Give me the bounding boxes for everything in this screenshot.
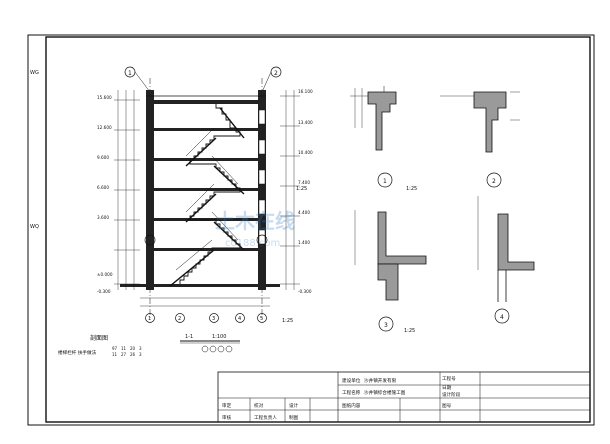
svg-text:4: 4: [238, 316, 241, 322]
svg-text:制图: 制图: [289, 414, 299, 421]
level-right-4: 7.400: [298, 180, 310, 185]
detail-1: 1 1:25: [350, 86, 417, 192]
svg-text:2: 2: [274, 70, 278, 77]
detail-scale-b: 1:25: [282, 318, 293, 324]
section-scale-label: 1-1: [185, 334, 193, 340]
svg-text:工程号: 工程号: [442, 375, 456, 382]
side-mark-top: WG: [30, 70, 39, 76]
detail-3-number: 3: [384, 322, 388, 329]
level-right-3: 10.400: [298, 150, 313, 155]
svg-text:20: 20: [130, 346, 136, 351]
svg-text:审核: 审核: [222, 414, 232, 421]
svg-text:27: 27: [121, 352, 127, 357]
svg-text:设计阶段: 设计阶段: [442, 391, 461, 398]
staircase-section: 1 2: [97, 66, 313, 323]
left-wall: [146, 90, 154, 290]
svg-text:图号: 图号: [442, 403, 452, 409]
svg-text:11: 11: [121, 346, 127, 351]
watermark: 土木在线 co188.com: [215, 209, 295, 249]
detail-4: 4: [477, 196, 535, 324]
detail-1-number: 1: [383, 178, 387, 185]
level-right-1: 16.100: [298, 89, 313, 94]
svg-text:3: 3: [212, 316, 215, 322]
svg-text:审定: 审定: [222, 402, 232, 409]
svg-text:2: 2: [178, 316, 181, 322]
level-right-5: 4.400: [298, 210, 310, 215]
svg-text:co188.com: co188.com: [225, 238, 280, 249]
svg-text:3: 3: [139, 352, 142, 357]
section-scale: 1:100: [212, 334, 226, 340]
section-title: 剖面图: [90, 334, 108, 342]
svg-text:日期: 日期: [442, 385, 452, 391]
detail-4-number: 4: [500, 314, 504, 321]
level-left-1: 15.600: [97, 95, 112, 100]
svg-text:设计: 设计: [289, 402, 299, 409]
scale-bar: [201, 345, 233, 353]
svg-text:1: 1: [128, 70, 132, 77]
svg-text:97: 97: [112, 346, 118, 351]
svg-text:5: 5: [260, 316, 263, 322]
level-right-6: 1.400: [298, 240, 310, 245]
svg-text:建设单位: 建设单位: [342, 377, 361, 384]
title-block: 建设单位 沙井镇开发有限 工程号 日期 工程名称 沙井镇综合楼施工图 设计阶段 …: [217, 371, 591, 423]
detail-3: 3 1:25: [354, 210, 427, 334]
svg-text:工程负责人: 工程负责人: [254, 414, 277, 421]
svg-text:校对: 校对: [254, 402, 264, 409]
level-left-4: 6.600: [97, 185, 109, 190]
side-mark-mid: WQ: [30, 224, 39, 230]
level-left-7: -0.300: [97, 289, 111, 294]
svg-text:26: 26: [130, 352, 136, 357]
level-right-2: 13.400: [298, 120, 313, 125]
svg-text:沙井镇综合楼施工图: 沙井镇综合楼施工图: [364, 389, 406, 396]
detail-scale-a: 1:25: [296, 186, 307, 192]
level-right-7: -0.300: [298, 289, 312, 294]
detail-2: 2: [440, 91, 520, 188]
level-left-3: 9.600: [97, 155, 109, 160]
svg-text:土木在线: 土木在线: [215, 209, 295, 233]
svg-text:3: 3: [139, 346, 142, 351]
outer-border: [27, 34, 595, 426]
level-left-2: 12.600: [97, 125, 112, 130]
level-left-5: 3.600: [97, 215, 109, 220]
level-left-6: ±0.000: [97, 272, 113, 277]
svg-text:沙井镇开发有限: 沙井镇开发有限: [364, 377, 397, 384]
axis-bubbles-bottom: 1 2 3 4 5: [145, 313, 267, 323]
svg-text:1: 1: [148, 316, 151, 322]
right-wall: [258, 90, 266, 290]
svg-text:11: 11: [112, 352, 118, 357]
detail-2-number: 2: [492, 178, 496, 185]
svg-text:图纸内容: 图纸内容: [342, 402, 361, 409]
detail-1-scale: 1:25: [406, 186, 417, 192]
svg-text:工程名称: 工程名称: [342, 389, 361, 396]
detail-3-scale: 1:25: [404, 328, 415, 334]
railing-note: 楼梯栏杆 扶手做法: [58, 349, 97, 356]
